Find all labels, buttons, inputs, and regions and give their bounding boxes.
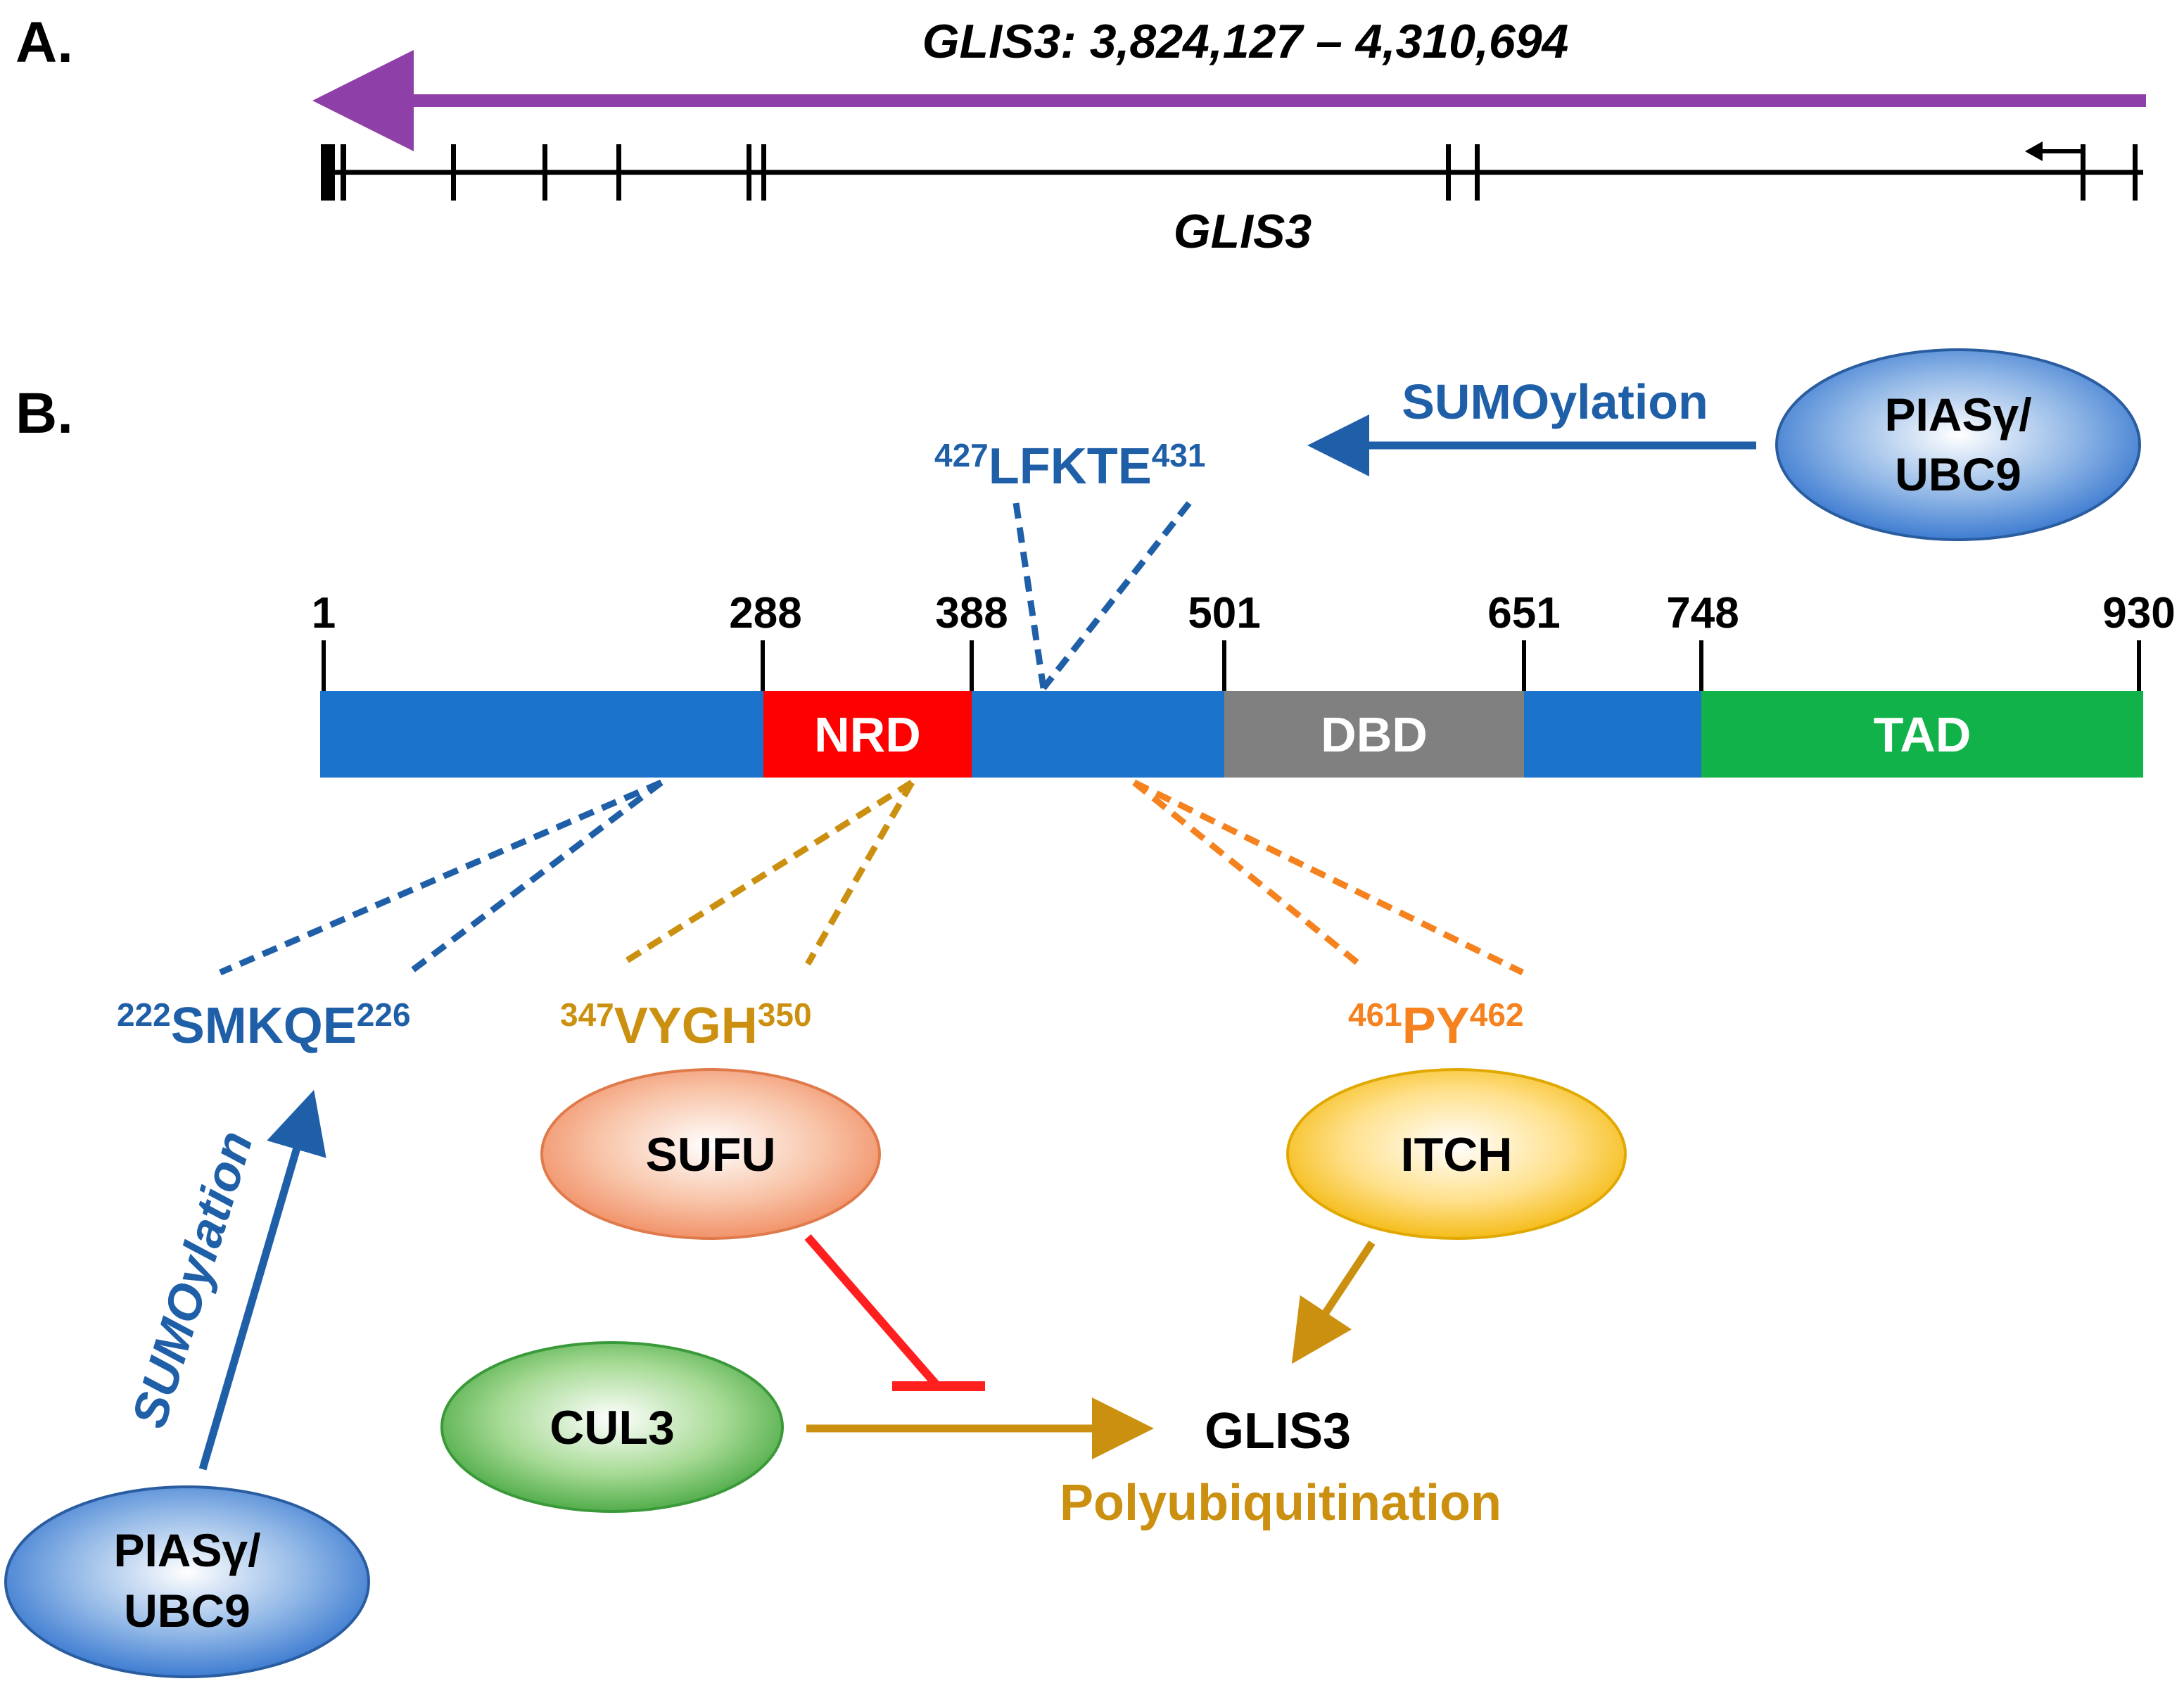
sufu-inhibition-line (804, 1234, 939, 1387)
vygh-connector (619, 780, 914, 967)
cul3-ellipse (440, 1341, 784, 1513)
glis3-target-label: GLIS3 (1205, 1403, 1351, 1459)
gene-coordinates-title: GLIS3: 3,824,127 – 4,310,694 (922, 15, 1569, 68)
site-lfkte: 427LFKTE431 (934, 437, 1205, 495)
exon (616, 144, 621, 201)
pias-ubc9-top: PIASγ/ UBC9 (1775, 348, 2141, 541)
domain-segment-n-terminal (320, 691, 763, 778)
position-label: 1 (312, 589, 336, 638)
itch-label: ITCH (1401, 1128, 1513, 1181)
itch-node: ITCH (1286, 1068, 1627, 1240)
site-lfkte-motif: LFKTE (989, 438, 1152, 495)
exon (747, 144, 751, 201)
ubc9-label-top: UBC9 (1895, 448, 2021, 500)
itch-ellipse (1286, 1068, 1627, 1240)
exon (341, 144, 346, 201)
pias-ubc9-bottom: PIASγ/ UBC9 (4, 1485, 370, 1678)
site-smkqe-start: 222 (117, 996, 171, 1033)
cul3-label: CUL3 (550, 1401, 675, 1454)
tss-arrow-icon (2037, 149, 2085, 184)
site-lfkte-start: 427 (934, 437, 989, 474)
lfkte-connector (1041, 501, 1192, 690)
site-vygh: 347VYGH350 (560, 996, 812, 1054)
exon (761, 144, 766, 201)
domain-tad-label: TAD (1874, 707, 1972, 762)
position-label: 748 (1666, 589, 1739, 638)
site-py: 461PY462 (1348, 996, 1524, 1054)
site-vygh-start: 347 (560, 996, 614, 1033)
sufu-node: SUFU (540, 1068, 881, 1240)
exon (1475, 144, 1480, 201)
ubc9-label-bottom: UBC9 (124, 1585, 250, 1637)
tss-arrowhead (2025, 141, 2043, 161)
pias-label-bottom: PIASγ/ (113, 1524, 260, 1576)
sumoylation-arrow-left (198, 1089, 326, 1471)
protein-domain-bar: NRD DBD TAD (320, 691, 2143, 778)
position-scale: 1 288 388 501 651 748 930 (312, 589, 2176, 691)
pias-ubc9-ellipse-bottom (4, 1485, 370, 1678)
panel-a-label: A. (15, 11, 73, 75)
site-smkqe: 222SMKQE226 (117, 996, 411, 1054)
exon (451, 144, 456, 201)
title-gene-name: GLIS3 (922, 15, 1061, 68)
position-label: 501 (1188, 589, 1260, 638)
cul3-node: CUL3 (440, 1341, 784, 1513)
position-label: 930 (2102, 589, 2175, 638)
site-vygh-motif: VYGH (614, 998, 758, 1054)
site-py-motif: PY (1402, 998, 1470, 1054)
domain-segment-mid (972, 691, 1224, 778)
domain-dbd-label: DBD (1321, 707, 1428, 762)
site-lfkte-end: 431 (1152, 437, 1206, 474)
position-label: 388 (935, 589, 1008, 638)
exon (1446, 144, 1451, 201)
title-coordinates: : 3,824,127 – 4,310,694 (1060, 15, 1568, 68)
exon-last (321, 144, 335, 201)
itch-arrow (1291, 1240, 1376, 1364)
sufu-ellipse (540, 1068, 881, 1240)
polyubiquitination-label: Polyubiquitination (1060, 1475, 1502, 1531)
domain-nrd (763, 691, 972, 778)
panel-b-label: B. (15, 381, 73, 445)
gene-structure (321, 141, 2143, 201)
smkqe-connector (407, 780, 664, 975)
exon (542, 144, 547, 201)
domain-segment-post-dbd (1524, 691, 1701, 778)
sufu-label: SUFU (645, 1128, 775, 1181)
site-smkqe-motif: SMKQE (171, 998, 357, 1054)
vygh-connector (805, 780, 915, 966)
position-label: 288 (729, 589, 801, 638)
exon-first (2133, 144, 2138, 201)
domain-tad (1701, 691, 2143, 778)
py-connector (1133, 779, 1524, 976)
pias-label-top: PIASγ/ (1884, 388, 2031, 440)
sumoylation-label-left: SUMOylation (121, 1124, 263, 1433)
site-py-start: 461 (1348, 996, 1402, 1033)
sumoylation-label-top: SUMOylation (1402, 374, 1708, 429)
position-label: 651 (1487, 589, 1560, 638)
gene-label: GLIS3 (1174, 205, 1312, 258)
pias-ubc9-ellipse-top (1775, 348, 2141, 541)
domain-nrd-label: NRD (814, 707, 921, 762)
site-smkqe-end: 226 (357, 996, 411, 1033)
smkqe-connector (219, 779, 663, 976)
py-connector (1132, 780, 1363, 968)
lfkte-connector (1012, 502, 1047, 689)
domain-dbd (1224, 691, 1524, 778)
site-py-end: 462 (1470, 996, 1524, 1033)
site-vygh-end: 350 (758, 996, 812, 1033)
